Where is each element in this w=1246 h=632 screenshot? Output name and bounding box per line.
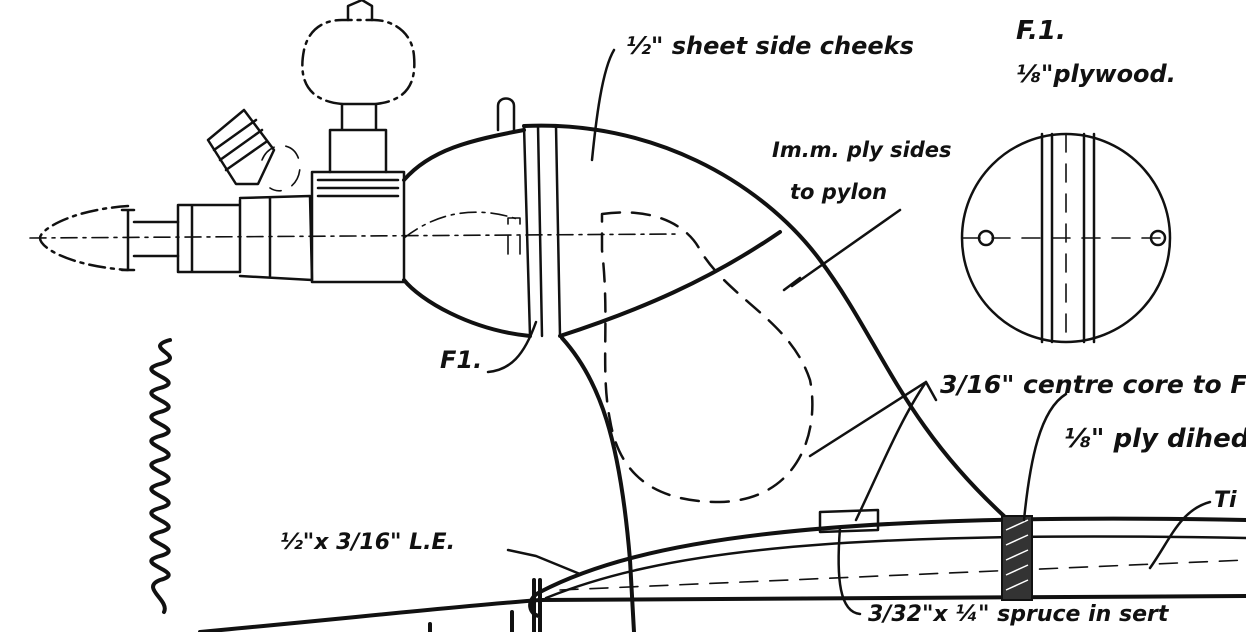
leader-centre-core xyxy=(808,380,938,522)
prop-hub xyxy=(120,208,180,272)
spruce-insert-rect xyxy=(818,508,880,534)
wing-lower-surface xyxy=(198,594,1246,632)
nacelle-cowl xyxy=(402,128,532,338)
ply-dihedral-brace xyxy=(1001,515,1033,601)
label-spruce-insert: 3/32"x ¼" spruce in sert xyxy=(868,602,1169,627)
pylon-front-edge xyxy=(560,336,636,632)
cylinder-neck xyxy=(328,102,388,174)
leader-f1 xyxy=(486,320,538,374)
carburettor-body xyxy=(206,108,276,186)
engine-front-housing xyxy=(176,198,242,274)
label-f1-material: ⅛"plywood. xyxy=(1016,60,1176,88)
label-tip: Ti xyxy=(1214,488,1237,513)
label-f1-title: F.1. xyxy=(1016,16,1066,46)
label-leading-edge: ½"x 3/16" L.E. xyxy=(280,530,455,555)
leader-ply-dihedral xyxy=(1022,392,1068,522)
leader-pylon-sides xyxy=(782,208,902,292)
label-f1-marker: F1. xyxy=(440,346,483,374)
label-side-cheeks: ½" sheet side cheeks xyxy=(626,32,914,60)
thrust-centre-line xyxy=(29,233,681,239)
engine-cylinder xyxy=(310,170,406,284)
small-dowel xyxy=(496,97,516,132)
pylon-top-curve xyxy=(522,123,1006,518)
former-hole-right xyxy=(1149,229,1167,247)
spring-squiggle xyxy=(149,338,172,614)
nacelle-inner-dashed xyxy=(403,211,521,239)
leader-le xyxy=(506,548,582,576)
pylon-dashed-outline xyxy=(600,211,814,504)
pylon-lower-curve xyxy=(558,230,782,338)
leader-tip xyxy=(1148,500,1212,570)
brace-hatch xyxy=(1005,519,1029,591)
fuel-tank-outline xyxy=(301,18,416,106)
leading-edge-block xyxy=(428,578,542,632)
leader-side-cheeks xyxy=(590,48,616,162)
spinner-outline xyxy=(38,204,130,272)
leader-spruce xyxy=(837,526,862,616)
label-centre-core: 3/16" centre core to F xyxy=(940,370,1246,399)
intake-dashed xyxy=(261,144,301,192)
tank-cap xyxy=(346,0,374,22)
wing-inner-line xyxy=(544,535,1246,600)
label-pylon-sides-line1: Im.m. ply sides xyxy=(772,138,952,162)
dowel-dashed xyxy=(507,217,521,255)
label-ply-dihedral: ⅛" ply dihedr xyxy=(1064,424,1246,454)
engine-crankcase xyxy=(238,194,314,282)
former-f1-centre-dashed xyxy=(961,133,1171,343)
wing-centre-line-dashed xyxy=(559,559,1246,591)
label-pylon-sides-line2: to pylon xyxy=(790,180,888,204)
wing-top-surface xyxy=(538,516,1246,594)
former-hole-left xyxy=(977,229,995,247)
bulkhead-f1-lines xyxy=(522,124,562,338)
